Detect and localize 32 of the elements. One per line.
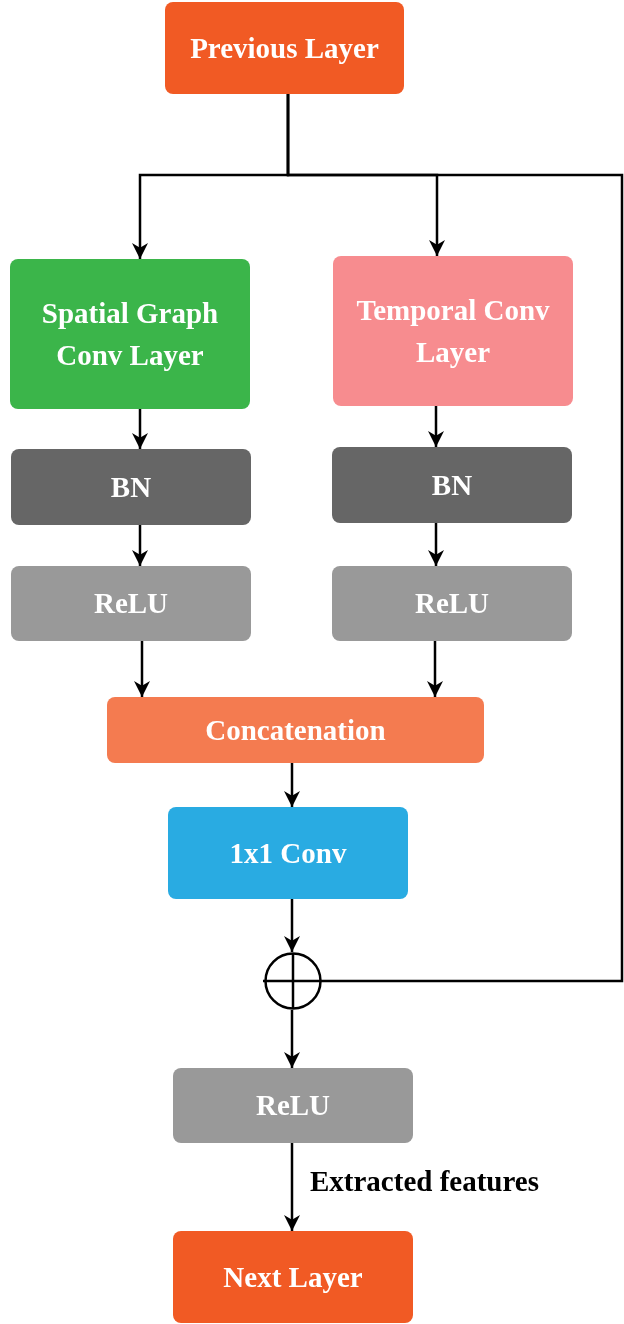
arrow	[284, 1010, 300, 1068]
layer-label: Concatenation	[205, 712, 386, 748]
arrow	[427, 641, 443, 697]
arrow	[428, 406, 444, 447]
arrow	[284, 899, 300, 952]
layer-label: Previous Layer	[190, 30, 379, 66]
layer-box	[333, 256, 573, 406]
layer-box	[332, 566, 572, 641]
layer-box	[11, 566, 251, 641]
layer-box	[165, 2, 404, 94]
layer-label: BN	[431, 467, 473, 503]
layer-box	[332, 447, 572, 523]
layer-label: ReLU	[255, 1088, 331, 1124]
layer-label: Next Layer	[223, 1259, 363, 1295]
layer-label: Spatial Graph Conv Layer	[40, 295, 220, 373]
arrow	[132, 525, 148, 566]
layer-label: Temporal Conv Layer	[355, 292, 551, 370]
layer-box	[173, 1231, 413, 1323]
layer-box	[168, 807, 408, 899]
arrow	[428, 523, 444, 566]
arrow	[284, 1143, 300, 1231]
layer-box	[11, 449, 251, 525]
layer-box	[107, 697, 484, 763]
arrow	[284, 763, 300, 807]
arrow	[134, 641, 150, 697]
layer-box	[173, 1068, 413, 1143]
layer-label: ReLU	[414, 586, 490, 622]
layer-label: BN	[110, 469, 152, 505]
arrow	[132, 409, 148, 449]
layer-box	[10, 259, 250, 409]
layer-label: 1x1 Conv	[229, 835, 347, 871]
layer-label: ReLU	[93, 586, 169, 622]
